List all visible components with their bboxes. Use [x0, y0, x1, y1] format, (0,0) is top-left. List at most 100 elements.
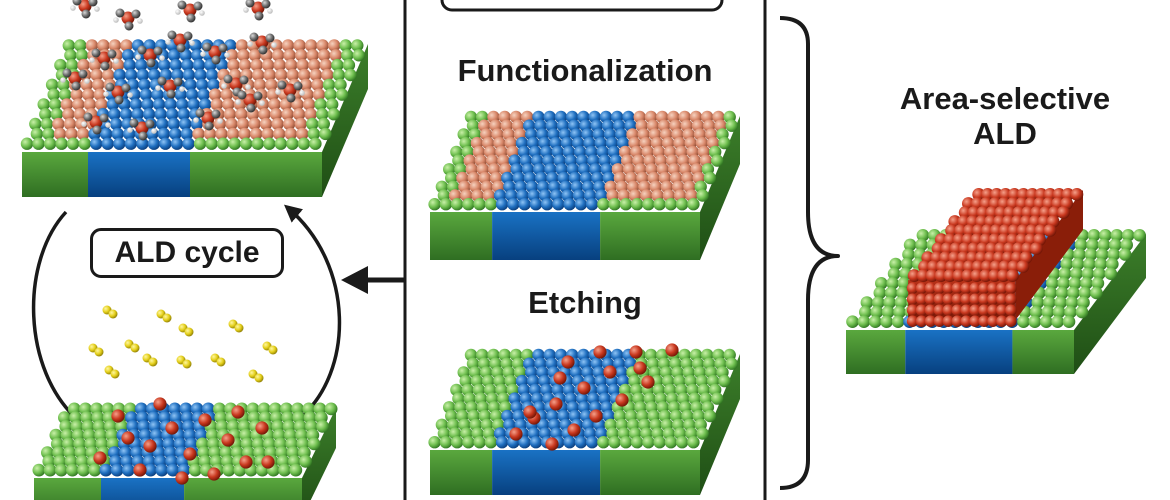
atom	[718, 136, 731, 150]
substrate-side-face	[1074, 234, 1146, 374]
atom	[342, 58, 356, 72]
atom	[158, 58, 171, 72]
atom	[63, 117, 77, 131]
ligand-atom	[137, 45, 147, 55]
film-atom	[1016, 260, 1030, 273]
atom	[1083, 257, 1096, 271]
atom	[297, 137, 311, 150]
film-atom	[1006, 269, 1019, 282]
hydrogen-atom	[81, 121, 87, 127]
coreactant-molecule	[102, 305, 118, 319]
precursor-molecule	[70, 0, 100, 19]
atom	[278, 463, 291, 477]
ligand-atom	[186, 13, 196, 23]
atom	[335, 88, 349, 101]
atom	[608, 198, 621, 211]
atom	[124, 137, 137, 150]
atom	[1077, 296, 1090, 309]
atom	[131, 108, 144, 121]
coreactant-molecule	[176, 355, 192, 369]
atom	[192, 127, 205, 141]
deposited-atom	[198, 413, 212, 427]
slab-precursor-dose	[20, 0, 368, 197]
atom	[80, 78, 93, 92]
atom	[97, 39, 110, 52]
atom	[916, 229, 930, 242]
substrate-front-face	[34, 478, 101, 500]
atom	[619, 198, 633, 211]
residual-atom	[567, 423, 581, 437]
ligand-atom	[99, 113, 109, 123]
hydrogen-atom	[224, 52, 230, 58]
atom	[1087, 229, 1101, 242]
atom	[29, 117, 42, 131]
atom	[552, 198, 565, 211]
atom	[209, 88, 222, 101]
atom	[326, 98, 339, 111]
atom	[295, 49, 308, 62]
ligand-atom	[177, 0, 187, 10]
atom	[39, 108, 52, 121]
film-atom	[906, 315, 919, 328]
residual-atom	[561, 355, 575, 369]
ligand-atom	[218, 43, 228, 53]
ligand-atom	[223, 74, 233, 84]
ald-cycle-label: ALD cycle	[90, 228, 284, 278]
atom	[32, 463, 46, 477]
atom	[302, 98, 316, 111]
atom	[308, 58, 321, 72]
atom	[192, 58, 206, 72]
atom	[119, 108, 133, 121]
hydrogen-atom	[267, 8, 273, 14]
atom	[32, 137, 45, 150]
slab-functionalized	[428, 110, 740, 260]
atom	[846, 315, 859, 329]
atom	[166, 463, 180, 477]
atom	[154, 108, 167, 121]
atom	[880, 315, 893, 329]
atom	[90, 137, 103, 150]
atom	[318, 49, 331, 62]
ligand-atom	[183, 31, 193, 41]
film-atom	[1005, 315, 1017, 328]
atom	[507, 198, 520, 211]
film-atom	[924, 282, 937, 295]
area-selective-ald-label: Area-selective ALD	[850, 81, 1160, 151]
film-atom	[978, 304, 990, 317]
atom	[1070, 267, 1083, 281]
film-atom	[951, 293, 964, 306]
film-atom	[906, 282, 919, 295]
substrate-side-face	[322, 44, 368, 197]
atom	[1043, 296, 1056, 309]
atom	[352, 49, 365, 62]
hydrogen-atom	[221, 83, 227, 89]
atom	[894, 296, 908, 309]
atom	[216, 137, 230, 150]
hydrogen-atom	[105, 122, 111, 128]
atom	[439, 198, 453, 211]
atom	[316, 108, 329, 121]
atom	[711, 154, 724, 167]
ligand-atom	[81, 9, 91, 19]
atom	[77, 463, 90, 477]
atom	[1121, 229, 1135, 242]
atom	[1060, 257, 1073, 271]
hydrogen-atom	[165, 39, 171, 45]
deposited-atom	[111, 409, 125, 423]
film-atom	[951, 315, 964, 328]
slab-ald-growth	[32, 305, 338, 500]
atom	[319, 127, 332, 141]
atom	[169, 58, 182, 72]
substrate-front-face	[600, 450, 700, 495]
film-atom	[1005, 304, 1017, 317]
ligand-atom	[115, 8, 125, 18]
atom	[585, 198, 599, 211]
film-atom	[933, 293, 946, 306]
atom	[43, 137, 57, 150]
ligand-atom	[239, 75, 249, 85]
atom	[696, 427, 709, 440]
film-atom	[933, 315, 946, 328]
atom	[298, 68, 311, 82]
atom	[20, 137, 34, 150]
atom	[1073, 248, 1086, 261]
